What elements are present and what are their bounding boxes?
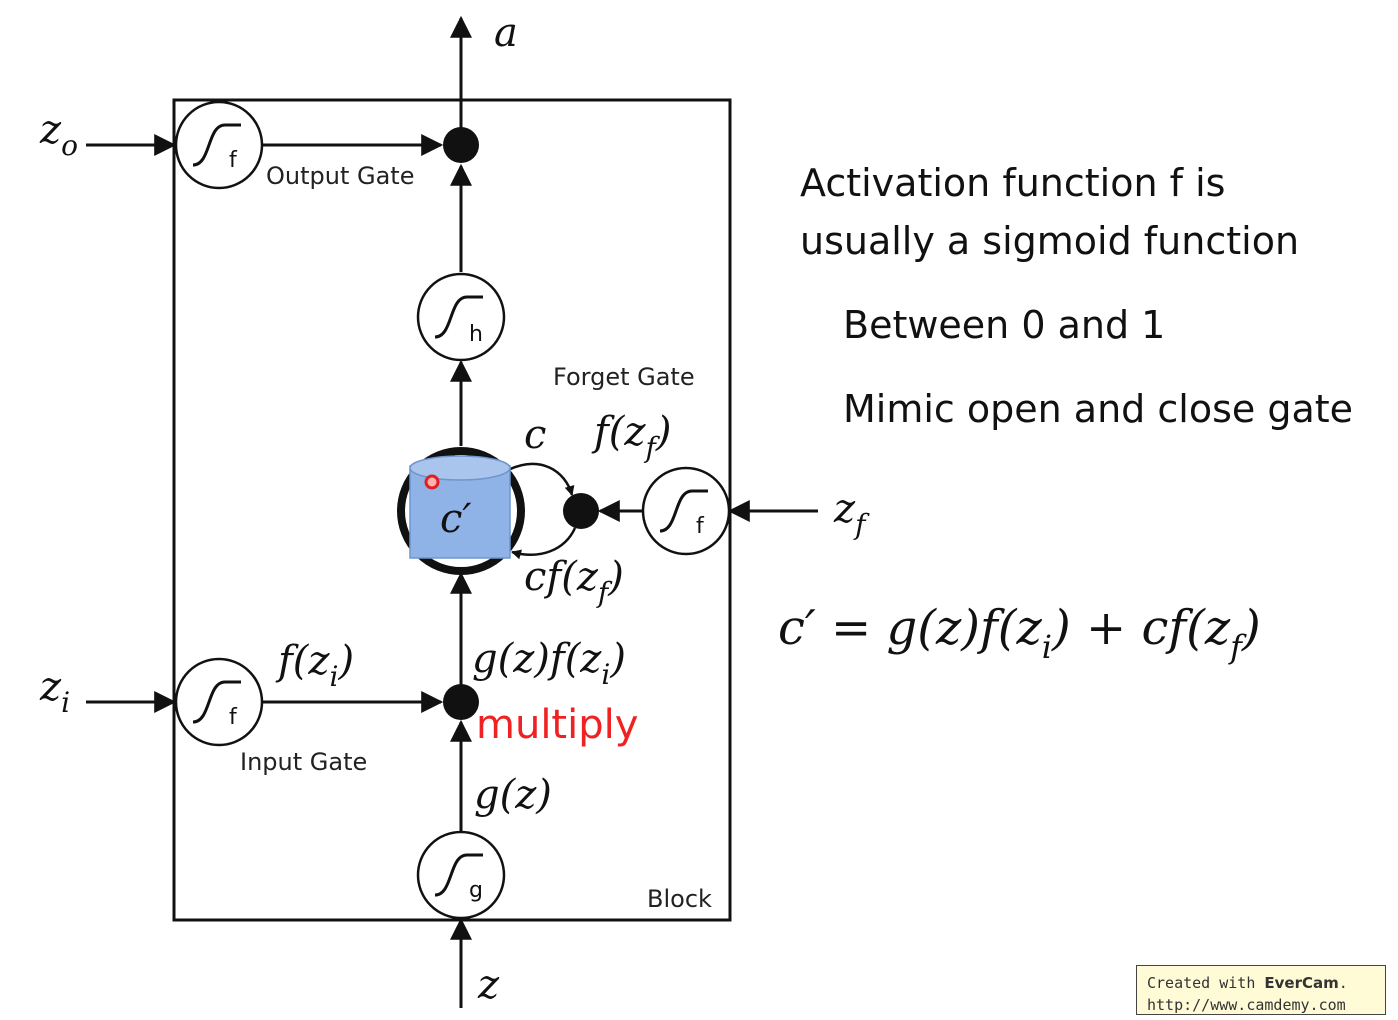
- note-line-3: Between 0 and 1: [843, 303, 1165, 347]
- cell-update-equation: c′ = g(z)f(zi) + cf(zf): [778, 600, 1261, 666]
- gz-label: g(z): [474, 772, 552, 818]
- evercam-watermark: Created with EverCam. http://www.camdemy…: [1136, 965, 1386, 1015]
- forget-multiply-node: [563, 493, 599, 529]
- cf-zf-label: cf(zf): [524, 554, 624, 609]
- input-z-label: z: [477, 962, 500, 1008]
- c-label: c: [524, 412, 546, 458]
- multiply-annotation: multiply: [476, 702, 638, 748]
- cell-label: c′: [440, 496, 471, 542]
- memory-cell: c′: [397, 447, 525, 575]
- note-line-4: Mimic open and close gate: [843, 387, 1353, 431]
- f-zf-label: f(zf): [591, 409, 671, 464]
- svg-text:f: f: [229, 705, 238, 730]
- cell-output-sigmoid-icon: h: [416, 272, 506, 362]
- output-gate-label: Output Gate: [266, 162, 414, 190]
- forget-gate-sigmoid-icon: f: [641, 466, 731, 556]
- f-zi-label: f(zi): [275, 638, 354, 693]
- forget-gate-label: Forget Gate: [553, 363, 695, 391]
- output-a-label: a: [494, 10, 518, 56]
- note-line-2: usually a sigmoid function: [800, 219, 1299, 263]
- gz-fzi-label: g(z)f(zi): [472, 636, 626, 691]
- svg-text:h: h: [469, 322, 483, 347]
- input-multiply-node: [443, 684, 479, 720]
- output-multiply-node: [443, 127, 479, 163]
- z-o-label: zo: [39, 107, 78, 162]
- z-f-label: zf: [833, 486, 870, 541]
- output-gate-sigmoid-icon: f: [174, 100, 264, 190]
- note-line-1: Activation function f is: [800, 161, 1225, 205]
- cursor-dot-icon: [424, 474, 440, 490]
- input-gate-label: Input Gate: [240, 748, 367, 776]
- svg-text:f: f: [229, 148, 238, 173]
- svg-text:g: g: [469, 878, 483, 903]
- block-label: Block: [647, 885, 712, 913]
- input-gate-sigmoid-icon: f: [174, 657, 264, 747]
- z-i-label: zi: [39, 664, 70, 719]
- svg-text:f: f: [696, 514, 705, 539]
- input-sigmoid-icon: g: [416, 830, 506, 920]
